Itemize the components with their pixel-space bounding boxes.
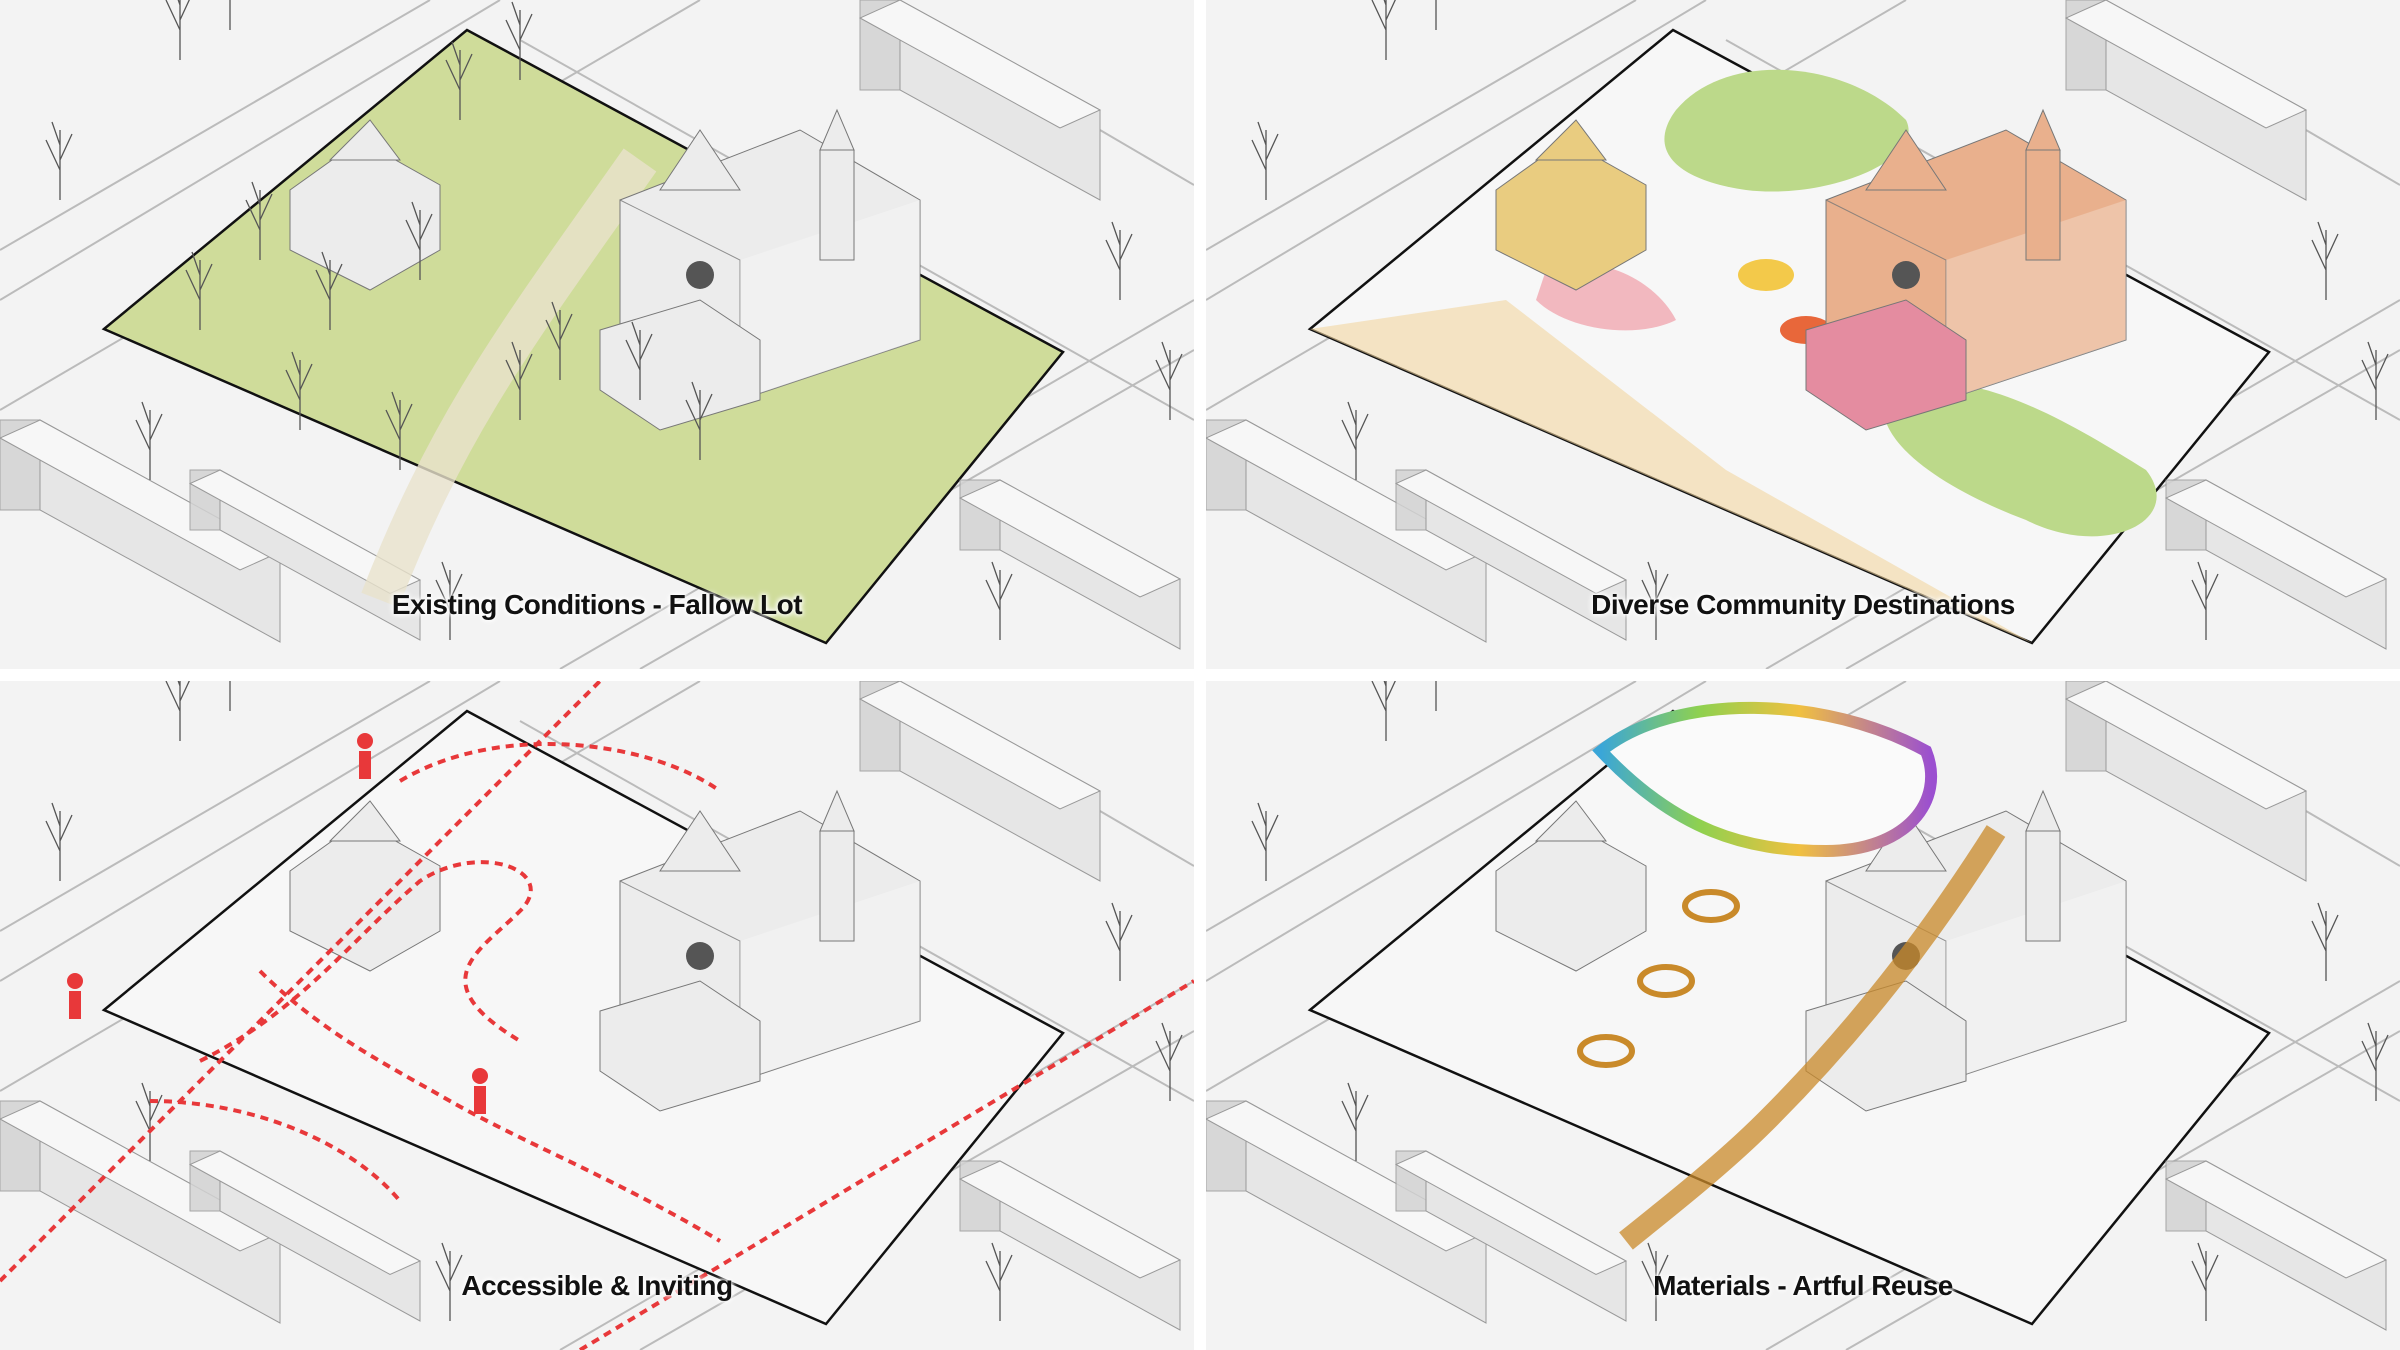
tree-icon (285, 351, 313, 430)
tree-icon (1341, 401, 1369, 480)
site-axonometric-destinations (1206, 0, 2400, 669)
tree-icon (2191, 561, 2219, 640)
tree-icon (165, 0, 190, 60)
dirt-path (361, 148, 657, 608)
tree-icon (1105, 221, 1133, 300)
building (188, 1150, 422, 1322)
building (2064, 681, 2308, 882)
tree-icon (2361, 1022, 2389, 1101)
tree-icon (45, 802, 73, 881)
tree-icon (315, 251, 343, 330)
site-axonometric-existing (0, 0, 1194, 669)
tree-icon (985, 561, 1013, 640)
tree-icon (45, 121, 73, 200)
zone-garden-lawn (1882, 381, 2157, 537)
tree-icon (1341, 1082, 1369, 1161)
panel-title: Diverse Community Destinations (1591, 589, 2015, 620)
building (2164, 1160, 2388, 1331)
tree-icon (385, 391, 413, 470)
tree-icon (435, 561, 463, 640)
tree-icon (2361, 341, 2389, 420)
tree-icon (185, 251, 213, 330)
panel-accessible-inviting: Accessible & Inviting (0, 681, 1194, 1350)
building (2064, 0, 2308, 201)
tree-icon (1371, 681, 1396, 741)
house (289, 800, 441, 972)
church (1825, 789, 2127, 1082)
building (958, 1160, 1182, 1331)
reused-material-rings (1577, 889, 1740, 1068)
zone-play-lawn (1664, 69, 1909, 192)
building (1394, 469, 1628, 641)
tree-icon (135, 401, 163, 480)
building (1206, 1100, 1488, 1324)
site-axonometric-circulation (0, 681, 1194, 1350)
zone-seating (1738, 259, 1794, 291)
building (1206, 419, 1488, 643)
tree-icon (505, 1, 533, 80)
tree-icon (1155, 1022, 1183, 1101)
tree-icon (625, 321, 653, 400)
tree-icon (1641, 1242, 1669, 1321)
tree-icon (1251, 121, 1279, 200)
tree-icon (1641, 561, 1669, 640)
tree-icon (1251, 802, 1279, 881)
tree-icon (1105, 902, 1133, 981)
panel-title: Accessible & Inviting (461, 1270, 733, 1301)
panel-title: Existing Conditions - Fallow Lot (391, 589, 803, 620)
panel-materials-reuse: Materials - Artful Reuse (1206, 681, 2400, 1350)
panel-existing-conditions: Existing Conditions - Fallow Lot (0, 0, 1194, 669)
tree-icon (135, 1082, 163, 1161)
house (1495, 119, 1647, 291)
tree-icon (435, 1242, 463, 1321)
parish-house (1805, 299, 1967, 431)
tree-icon (2191, 1242, 2219, 1321)
tree-icon (1155, 341, 1183, 420)
tree-icon (685, 381, 713, 460)
tree-icon (505, 341, 533, 420)
parish-house (599, 980, 761, 1112)
accessible-routes (0, 681, 1194, 1350)
house (1495, 800, 1647, 972)
tree-icon (165, 681, 190, 741)
tree-icon (245, 181, 273, 260)
building (0, 1100, 282, 1324)
tree-icon (1371, 0, 1396, 60)
building (1394, 1150, 1628, 1322)
site-axonometric-materials (1206, 681, 2400, 1350)
building (858, 0, 1102, 201)
rainbow-canopy (1592, 701, 1937, 858)
tree-icon (445, 41, 473, 120)
building (2164, 479, 2388, 650)
panel-title: Materials - Artful Reuse (1653, 1270, 1953, 1301)
reused-material-path (1619, 825, 2006, 1250)
tree-icon (985, 1242, 1013, 1321)
house (289, 119, 441, 291)
zone-edge-path (1310, 300, 2032, 643)
tree-icon (2311, 902, 2339, 981)
tree-icon (2311, 221, 2339, 300)
panel-community-destinations: Diverse Community Destinations (1206, 0, 2400, 669)
tree-icon (405, 201, 433, 280)
building (958, 479, 1182, 650)
pedestrian-icons (67, 733, 488, 1114)
building (858, 681, 1102, 882)
tree-icon (545, 301, 573, 380)
